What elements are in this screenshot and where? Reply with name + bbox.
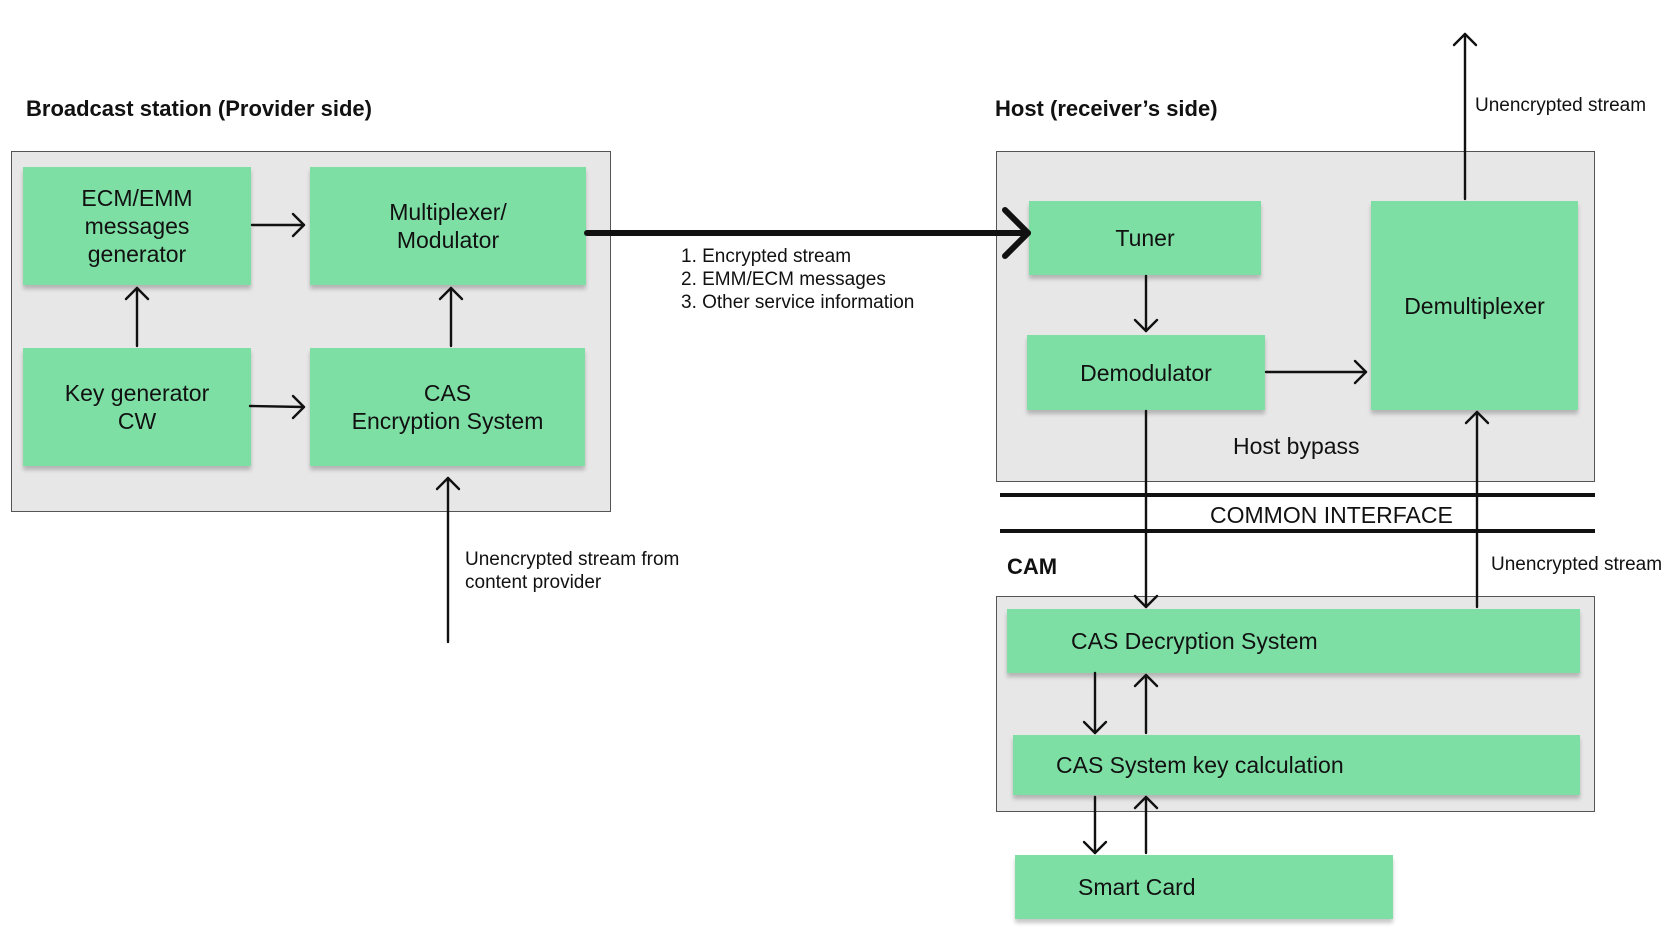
host-bypass-label: Host bypass [1233,433,1360,459]
host-output-label: Unencrypted stream [1475,95,1647,116]
cam-return-label: Unencrypted stream [1491,554,1663,575]
provider-title: Broadcast station (Provider side) [26,96,372,121]
host-title: Host (receiver’s side) [995,96,1218,121]
cas-encryption-box: CAS Encryption System [310,348,585,466]
multiplexer-modulator-box: Multiplexer/ Modulator [310,167,586,285]
demultiplexer-box: Demultiplexer [1371,201,1578,410]
link-label: 1. Encrypted stream 2. EMM/ECM messages … [681,246,915,313]
demodulator-box: Demodulator [1027,335,1265,410]
arrow-keygen-to-cas [248,404,306,409]
common-interface-label: COMMON INTERFACE [1210,502,1453,528]
ecm-emm-generator-box: ECM/EMM messages generator [23,167,251,285]
provider-input-label: Unencrypted stream from content provider [465,549,680,593]
cam-title: CAM [1007,554,1058,579]
tuner-box: Tuner [1029,201,1261,275]
smart-card-box: Smart Card [1015,855,1393,919]
cas-decryption-box: CAS Decryption System [1007,609,1580,673]
cas-key-calculation-box: CAS System key calculation [1013,735,1580,795]
key-generator-box: Key generator CW [23,348,251,466]
